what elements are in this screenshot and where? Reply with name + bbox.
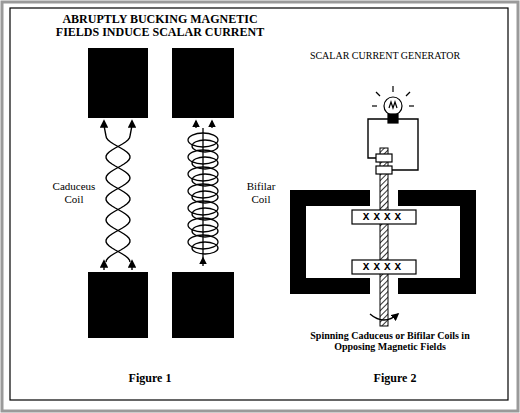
coil-marking: XXXX (353, 210, 415, 224)
light-bulb (372, 86, 414, 123)
magnet-blocks (88, 48, 234, 338)
shaft (370, 148, 398, 326)
coil-marking: XXXX (353, 260, 415, 274)
figure-number: Figure 1 (110, 372, 190, 386)
figure-heading: SCALAR CURRENT GENERATOR (295, 50, 475, 62)
c-magnets (290, 190, 476, 294)
wires (368, 119, 418, 170)
figure-caption: Spinning Caduceus or Bifilar Coils in Op… (300, 330, 480, 352)
bifilar-coil (188, 121, 218, 266)
inner-frame (10, 8, 508, 400)
figure-heading: ABRUPTLY BUCKING MAGNETIC FIELDS INDUCE … (40, 13, 280, 38)
coil-label: Bifilar Coil (236, 180, 286, 205)
caduceus-coil (104, 121, 132, 270)
figure-number: Figure 2 (355, 372, 435, 386)
coil-boxes (352, 210, 416, 274)
coil-label: Caduceus Coil (46, 180, 102, 205)
